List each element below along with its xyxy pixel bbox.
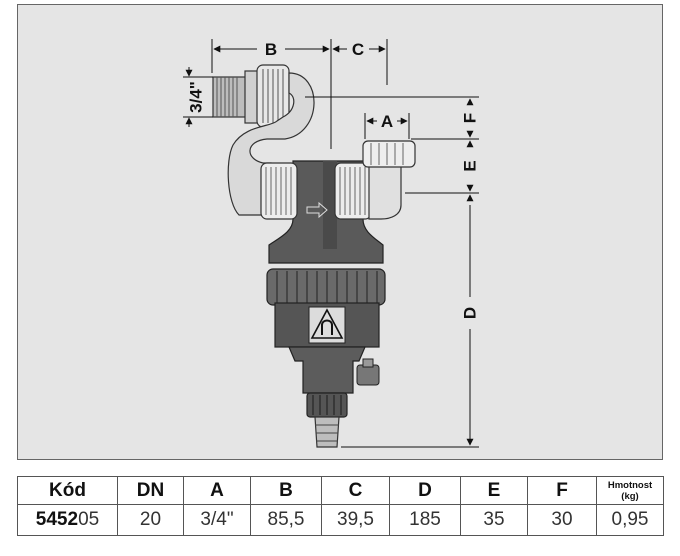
dimension-thread-label: 3/4" <box>186 81 205 113</box>
dimension-vertical-chain: F E D <box>305 96 479 448</box>
header-d: D <box>389 476 461 505</box>
right-union <box>334 162 372 220</box>
cell-dn: 20 <box>117 504 184 536</box>
dirt-separator-drawing: B C A 3/4" F E D <box>183 39 479 448</box>
dimension-f-label: F <box>460 113 479 123</box>
header-weight: Hmotnost (kg) <box>596 476 664 505</box>
dimension-c-label: C <box>352 40 364 59</box>
drain-assembly <box>288 346 380 448</box>
code-prefix: 5452 <box>35 509 79 530</box>
cell-weight: 0,95 <box>596 504 664 536</box>
dimension-a-label: A <box>381 112 393 131</box>
cell-e: 35 <box>460 504 528 536</box>
outlet-elbow <box>362 140 416 220</box>
specification-table: Kód DN A B C D E F Hmotnost (kg) 545205 … <box>17 476 664 536</box>
left-union <box>260 162 298 220</box>
technical-drawing-panel: B C A 3/4" F E D <box>17 4 663 460</box>
header-a: A <box>183 476 251 505</box>
dimension-a: A <box>364 112 410 139</box>
code-suffix: 05 <box>78 509 100 530</box>
magnet-warning-icon <box>310 308 344 339</box>
cell-b: 85,5 <box>250 504 322 536</box>
dimension-thread: 3/4" <box>183 67 213 127</box>
cell-a: 3/4" <box>183 504 251 536</box>
dimension-b-label: B <box>265 40 277 59</box>
header-e: E <box>460 476 528 505</box>
cell-code: 545205 <box>17 504 118 536</box>
dimension-d-label: D <box>460 307 479 319</box>
header-code: Kód <box>17 476 118 505</box>
header-f: F <box>527 476 597 505</box>
header-weight-line2: (kg) <box>621 490 639 502</box>
dimension-c: C <box>332 39 388 85</box>
header-c: C <box>321 476 390 505</box>
dimension-e-label: E <box>460 160 479 171</box>
header-dn: DN <box>117 476 184 505</box>
ring-nut <box>266 268 386 306</box>
table-header-row: Kód DN A B C D E F Hmotnost (kg) <box>17 476 664 505</box>
header-weight-line1: Hmotnost <box>607 479 653 491</box>
cell-f: 30 <box>527 504 597 536</box>
connector-pipe <box>227 72 315 216</box>
inlet-fitting <box>212 70 260 124</box>
table-row: 545205 20 3/4" 85,5 39,5 185 35 30 0,95 <box>17 504 664 536</box>
cell-c: 39,5 <box>321 504 390 536</box>
header-b: B <box>250 476 322 505</box>
dimension-b: B <box>211 39 332 149</box>
inlet-union-nut <box>256 64 290 128</box>
cell-d: 185 <box>389 504 461 536</box>
magnet-chamber <box>274 302 380 348</box>
